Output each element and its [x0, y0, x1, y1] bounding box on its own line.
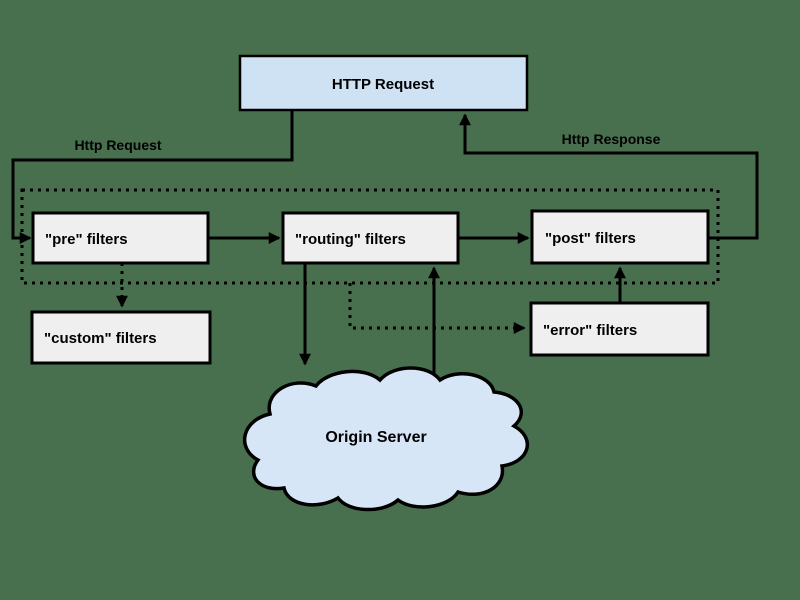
http-request-flow-line — [11, 110, 294, 244]
custom-filters-box-rect — [30, 310, 212, 365]
pre-filters-box-rect — [31, 211, 210, 265]
error-filters-box: "error" filters — [529, 301, 710, 357]
custom-filters-box: "custom" filters — [30, 310, 212, 365]
post-filters-box: "post" filters — [530, 209, 710, 265]
http-request-box: HTTP Request — [238, 54, 529, 112]
origin-server-cloud-shape — [242, 366, 530, 512]
http-request-edge-label: Http Request — [74, 137, 161, 153]
routing-filters-box-rect — [281, 211, 460, 265]
http-response-edge-label: Http Response — [562, 131, 661, 147]
http-request-box-label: HTTP Request — [332, 76, 434, 93]
origin-server-cloud: Origin Server — [242, 366, 530, 512]
routing-filters-box-label: "routing" filters — [295, 231, 406, 248]
boundary-to-error-dotted-arrow — [348, 283, 526, 334]
filter-chain-dotted-boundary — [20, 188, 720, 285]
post-filters-box-label: "post" filters — [545, 230, 636, 247]
post-filters-box-rect — [530, 209, 710, 265]
origin-server-label: Origin Server — [325, 429, 426, 446]
custom-filters-box-label: "custom" filters — [44, 330, 157, 347]
error-filters-box-rect — [529, 301, 710, 357]
http-request-box-rect — [238, 54, 529, 112]
routing-filters-box: "routing" filters — [281, 211, 460, 265]
pre-filters-box-label: "pre" filters — [45, 231, 128, 248]
http-response-flow-line — [459, 113, 759, 240]
pre-filters-box: "pre" filters — [31, 211, 210, 265]
error-filters-box-label: "error" filters — [543, 322, 637, 339]
